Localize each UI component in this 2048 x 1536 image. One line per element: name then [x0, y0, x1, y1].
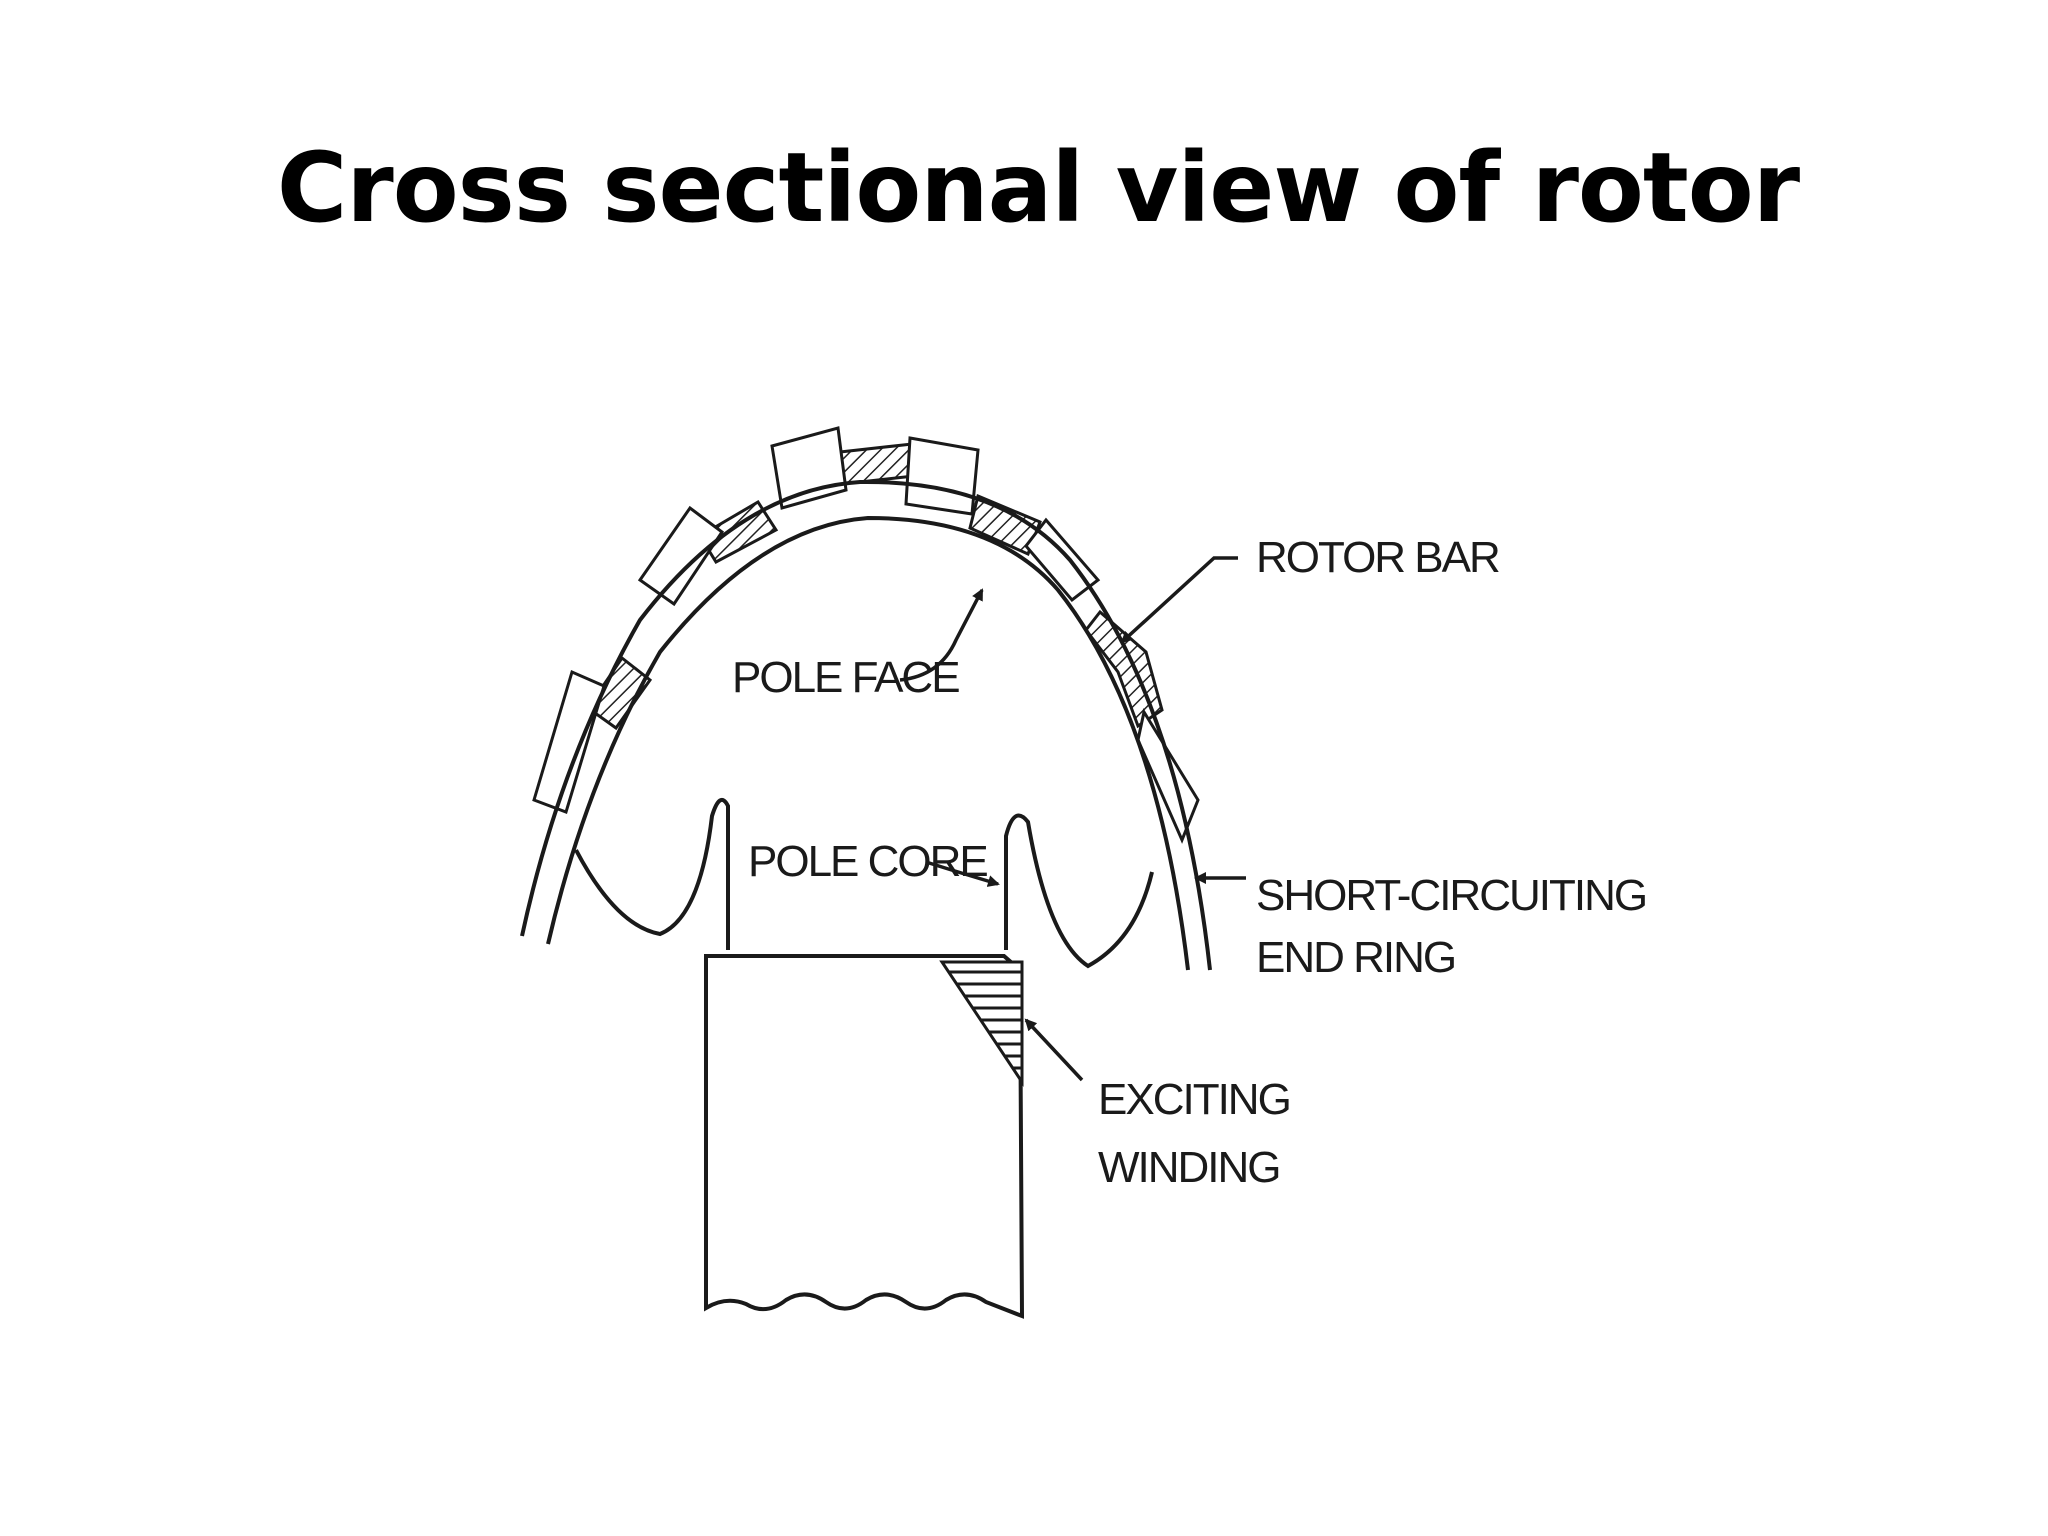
- leader-arrows: [899, 556, 1246, 1082]
- rotor-bar-label: ROTOR BAR: [1256, 533, 1499, 582]
- pole-core: [704, 954, 1025, 1319]
- end-ring-inner-arc: [546, 515, 1190, 971]
- rotor-slot: [770, 426, 848, 510]
- end-ring-label-line2: END RING: [1256, 933, 1455, 982]
- rotor-slot: [904, 436, 980, 516]
- rotor-bar-arrow: [1120, 556, 1238, 644]
- pole-face-outline-right: [1004, 813, 1154, 969]
- rotor-slot: [637, 505, 725, 607]
- rotor-slot: [1024, 517, 1101, 603]
- slide-title: Cross sectional view of rotor: [276, 132, 1800, 244]
- exciting-winding: [939, 960, 1024, 1087]
- pole-face-outline: [574, 797, 730, 950]
- exciting-winding-outline: [939, 960, 1024, 1087]
- pole-core-label: POLE CORE: [748, 837, 987, 886]
- end-ring: [520, 479, 1212, 971]
- end-ring-label-line1: SHORT-CIRCUITING: [1256, 871, 1646, 920]
- rotor-slot: [1136, 708, 1200, 844]
- pole-core-body: [704, 954, 1025, 1319]
- pole-core-arrow: [925, 860, 1000, 887]
- rotor-bar: [838, 442, 916, 486]
- pole-face-label: POLE FACE: [732, 653, 959, 702]
- pole-face-arrow: [899, 588, 984, 682]
- rotor-bar: [697, 499, 779, 564]
- exciting-winding-arrow: [1024, 1018, 1084, 1082]
- exciting-winding-label-line1: EXCITING: [1098, 1075, 1290, 1124]
- end-ring-outer-arc: [520, 479, 1212, 971]
- exciting-winding-label-line2: WINDING: [1098, 1143, 1280, 1192]
- rotor-bar: [968, 493, 1042, 557]
